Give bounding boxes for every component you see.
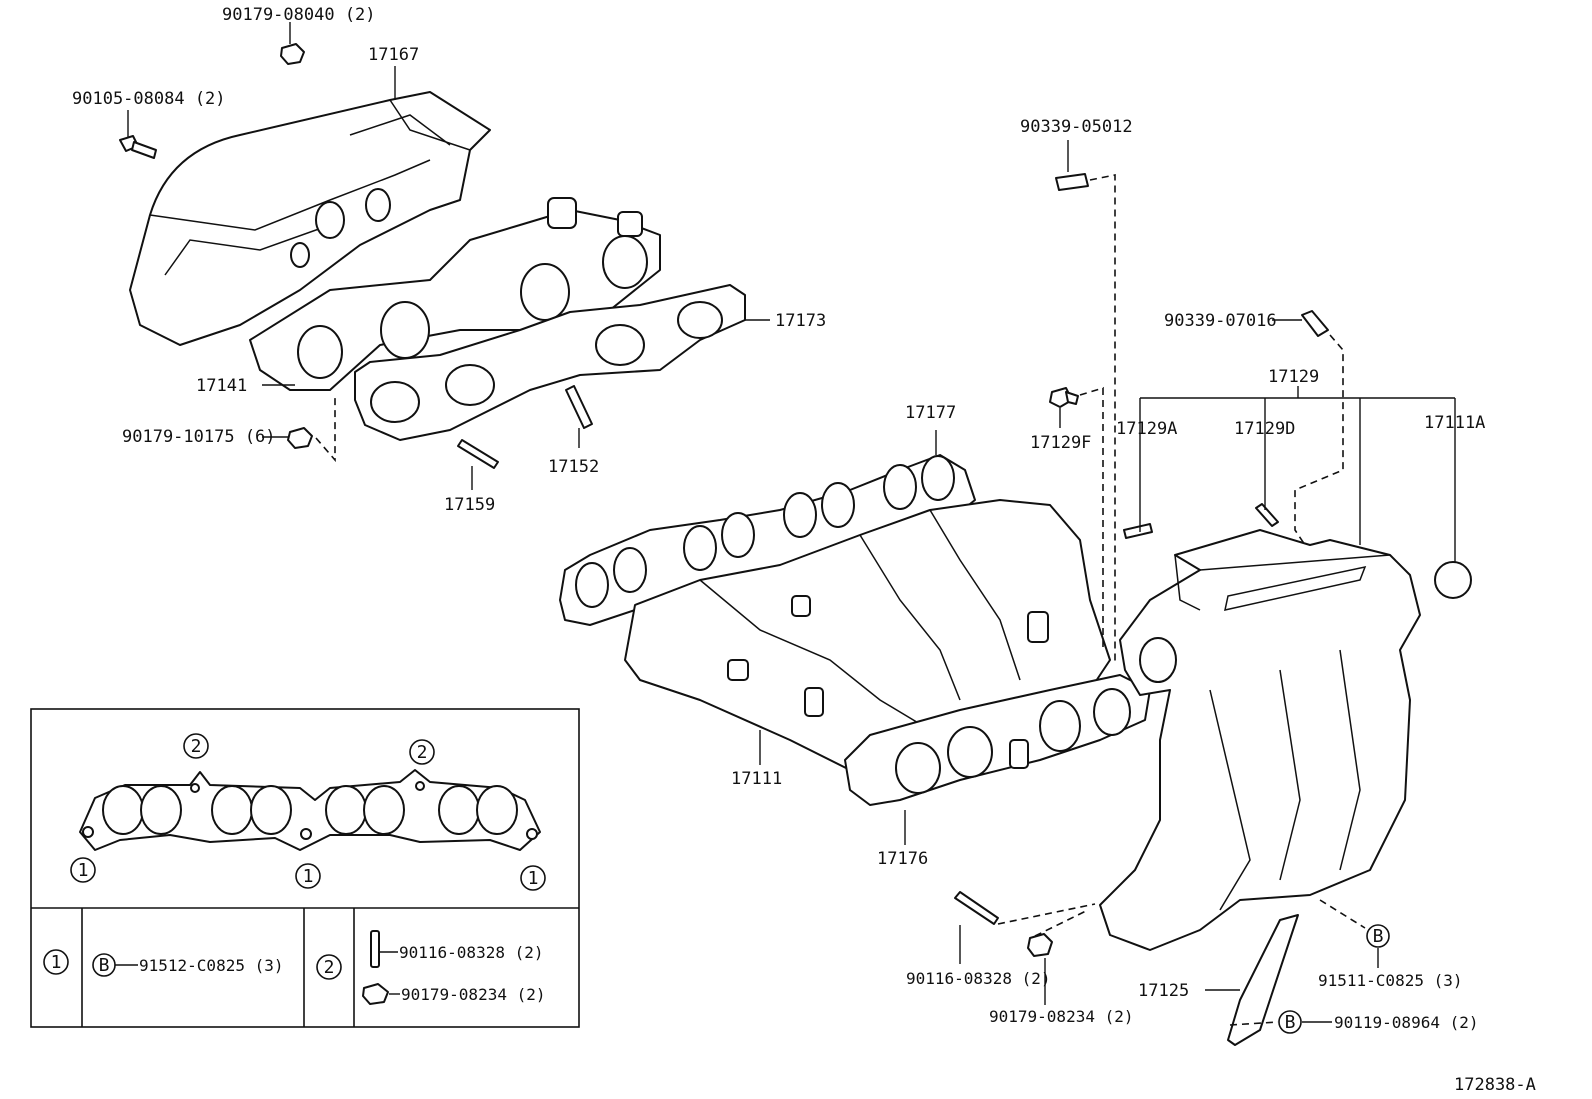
marker-2-right: 2 xyxy=(409,739,435,765)
marker-1-text: 1 xyxy=(78,860,89,881)
nut-90179-08040 xyxy=(280,43,305,65)
intake-manifold-17111 xyxy=(624,499,1111,771)
label-17129: 17129 xyxy=(1268,367,1319,387)
legend-row-1-part: 91512-C0825 (3) xyxy=(139,956,284,975)
label-17141: 17141 xyxy=(196,376,247,396)
marker-1-text: 1 xyxy=(51,952,62,973)
label-17129A: 17129A xyxy=(1116,419,1177,439)
marker-2-text: 2 xyxy=(324,957,335,978)
heat-insulator-17167 xyxy=(129,91,491,346)
label-17125: 17125 xyxy=(1138,981,1189,1001)
label-90339-07016: 90339-07016 xyxy=(1164,311,1277,331)
label-90339-05012: 90339-05012 xyxy=(1020,117,1133,137)
legend-box: 2 2 1 1 1 1 B 91512-C0825 (3) xyxy=(30,708,580,1028)
label-17177: 17177 xyxy=(905,403,956,423)
drawing-number: 172838-A xyxy=(1454,1075,1536,1095)
plug-90339-07016 xyxy=(1301,310,1329,337)
marker-1-left: 1 xyxy=(70,857,96,883)
legend-row-2-key: 2 xyxy=(316,954,342,980)
marker-1-text: 1 xyxy=(303,866,314,887)
plug-90339-05012 xyxy=(1055,173,1089,191)
label-17159: 17159 xyxy=(444,495,495,515)
marker-b-text: B xyxy=(1373,926,1384,947)
bolt-90105-08084 xyxy=(119,135,157,159)
marker-b-91511: B xyxy=(1366,924,1390,948)
marker-2-left: 2 xyxy=(183,733,209,759)
legend-row-1-key: 1 xyxy=(43,949,69,975)
legend-stud-icon xyxy=(370,930,380,968)
label-17111A: 17111A xyxy=(1424,413,1485,433)
label-17176: 17176 xyxy=(877,849,928,869)
gasket-17177 xyxy=(559,454,976,626)
stud-17159 xyxy=(457,439,499,469)
legend-nut-icon xyxy=(362,983,389,1005)
marker-b-text: B xyxy=(99,955,110,976)
gasket-17173 xyxy=(354,284,746,441)
label-17167: 17167 xyxy=(368,45,419,65)
pin-17129A xyxy=(1123,523,1153,539)
bracket-17125 xyxy=(1227,914,1299,1046)
marker-2-text: 2 xyxy=(417,742,428,763)
nut-90179-08234 xyxy=(1027,933,1053,957)
bolt-17129F xyxy=(1049,387,1079,408)
legend-gasket-drawing xyxy=(79,769,541,851)
legend-row-2-part-a: 90116-08328 (2) xyxy=(399,943,544,962)
marker-b-text: B xyxy=(1285,1012,1296,1033)
pin-17129D xyxy=(1255,503,1279,527)
gasket-17176 xyxy=(844,674,1151,806)
label-17173: 17173 xyxy=(775,311,826,331)
label-17152: 17152 xyxy=(548,457,599,477)
label-91511-C0825: 91511-C0825 (3) xyxy=(1318,971,1463,990)
label-90179-08234: 90179-08234 (2) xyxy=(989,1007,1134,1026)
label-90179-08040: 90179-08040 (2) xyxy=(222,5,376,25)
marker-b-90119: B xyxy=(1278,1010,1302,1034)
label-90179-10175: 90179-10175 (6) xyxy=(122,427,276,447)
stud-17152 xyxy=(565,385,593,429)
intake-plenum-17129 xyxy=(1099,529,1472,951)
intake-manifold-17141 xyxy=(249,197,661,391)
marker-1-text: 1 xyxy=(528,868,539,889)
label-17129F: 17129F xyxy=(1030,433,1091,453)
label-17129D: 17129D xyxy=(1234,419,1295,439)
stud-90116-08328 xyxy=(954,891,999,925)
label-90116-08328: 90116-08328 (2) xyxy=(906,969,1051,988)
legend-row-2-part-b: 90179-08234 (2) xyxy=(401,985,546,1004)
nut-90179-10175 xyxy=(287,427,313,449)
marker-2-text: 2 xyxy=(191,736,202,757)
label-90105-08084: 90105-08084 (2) xyxy=(72,89,226,109)
legend-row-1-b: B xyxy=(92,953,116,977)
label-17111: 17111 xyxy=(731,769,782,789)
label-90119-08964: 90119-08964 (2) xyxy=(1334,1013,1479,1032)
marker-1-center: 1 xyxy=(295,863,321,889)
marker-1-right: 1 xyxy=(520,865,546,891)
